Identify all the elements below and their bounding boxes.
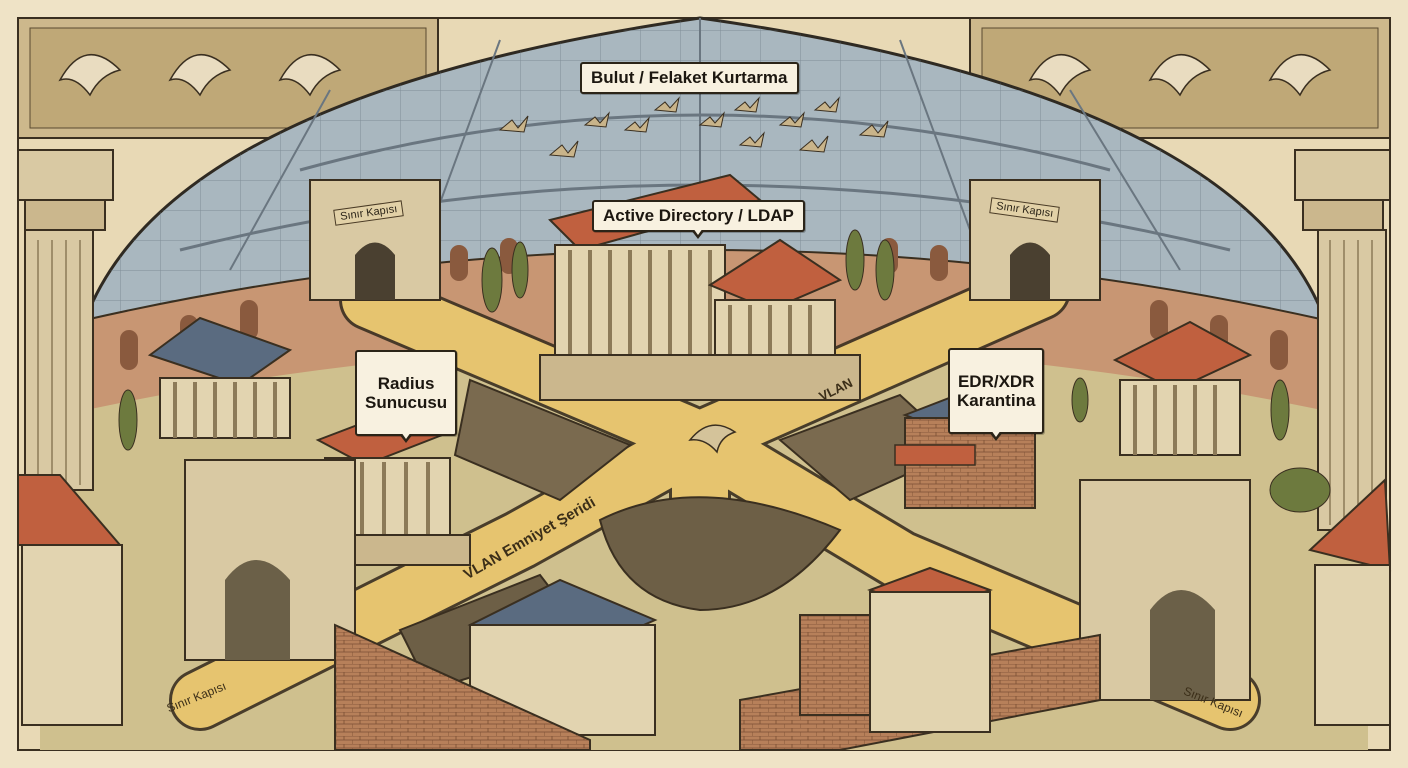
edr-label-text: EDR/XDR Karantina — [957, 372, 1036, 410]
dove-icon — [688, 424, 737, 454]
active-directory-pointer — [691, 228, 706, 239]
cloud-label-text: Bulut / Felaket Kurtarma — [591, 68, 788, 87]
bottom-tower — [799, 566, 993, 733]
cloud-disaster-recovery-label: Bulut / Felaket Kurtarma — [580, 62, 799, 94]
tree-icons — [118, 229, 1331, 513]
gate-top-right — [969, 179, 1101, 301]
flying-bird-icons — [498, 96, 889, 158]
corner-temple-right — [1307, 477, 1392, 726]
edr-pointer — [989, 430, 1004, 441]
gate-bottom-right — [1079, 479, 1251, 701]
radius-pointer — [399, 432, 414, 443]
corner-temple-left — [17, 474, 123, 726]
active-directory-label: Active Directory / LDAP — [592, 200, 805, 239]
active-directory-label-text: Active Directory / LDAP — [603, 206, 794, 225]
radius-label-text: Radius Sunucusu — [365, 374, 448, 412]
gate-top-left — [309, 179, 441, 301]
right-temple — [1112, 320, 1253, 456]
frieze-bird-icons — [58, 54, 1332, 97]
sunken-pits — [398, 378, 962, 692]
gate-bottom-left — [184, 459, 356, 661]
column-left — [17, 149, 114, 491]
left-temple — [147, 316, 293, 439]
column-right — [1294, 149, 1391, 531]
radius-server-label: Radius Sunucusu — [355, 350, 458, 443]
edr-xdr-quarantine-label: EDR/XDR Karantina — [948, 348, 1045, 441]
